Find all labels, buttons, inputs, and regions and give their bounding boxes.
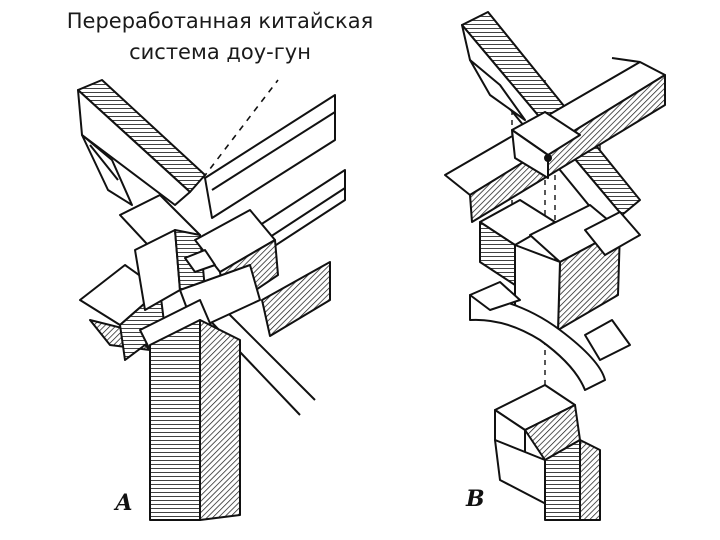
slanted-beam-a-top [77, 89, 191, 206]
dashed-guide-line [202, 79, 279, 179]
upper-beam-a [204, 94, 336, 219]
label-drawing-b: В [466, 486, 485, 512]
label-drawing-a: А [115, 490, 133, 516]
drawing-a-assembled-bracket [77, 79, 346, 521]
curved-arm-b [469, 294, 606, 391]
slide-title: Переработанная китайская система доу-гун [20, 6, 420, 68]
lower-beam-a [261, 261, 331, 337]
bracket-b-right-end [584, 319, 631, 361]
title-line-2: система доу-гун [129, 40, 311, 64]
dowel-a [184, 249, 216, 273]
title-line-1: Переработанная китайская [66, 9, 374, 33]
column-a [149, 319, 201, 521]
beam-a-end-block [81, 134, 133, 206]
drawing-b-exploded-bracket [444, 11, 666, 521]
